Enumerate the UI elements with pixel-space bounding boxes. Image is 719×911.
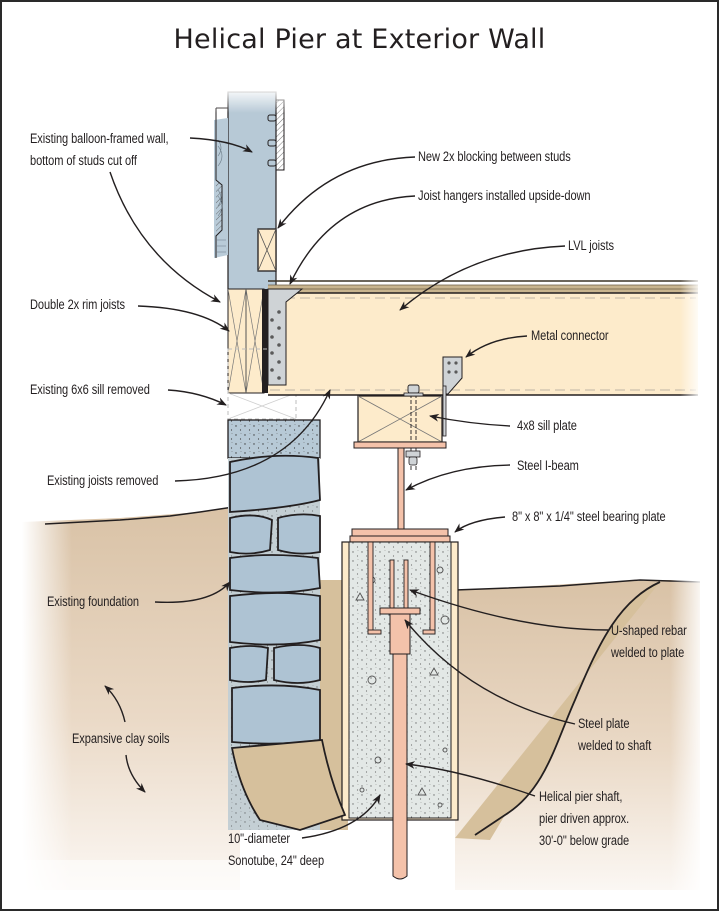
stone-foundation	[227, 419, 347, 831]
leader-blocking	[277, 156, 416, 229]
balloon-framed-wall	[200, 88, 300, 291]
label-rebar-line2: welded to plate	[611, 645, 685, 660]
leader-bearing-plate	[454, 516, 506, 533]
leader-sonotube	[301, 794, 381, 839]
lvl-joist	[268, 278, 702, 398]
label-i-beam: Steel I-beam	[517, 458, 579, 473]
sill-plate-4x8	[357, 384, 443, 470]
leader-rebar	[409, 589, 609, 631]
label-pier-shaft-line2: pier driven approx.	[539, 811, 630, 826]
label-pier-shaft-line1: Helical pier shaft,	[539, 789, 623, 804]
soil-left	[22, 505, 262, 900]
leader-metal-connector	[465, 335, 528, 358]
label-bearing-plate: 8" x 8" x 1/4" steel bearing plate	[512, 509, 666, 524]
leader-sill-plate	[429, 413, 511, 427]
leader-balloon-wall	[189, 137, 253, 153]
removed-sill-outline	[227, 348, 297, 420]
label-sonotube-line2: Sonotube, 24" deep	[228, 853, 325, 868]
label-metal-connector: Metal connector	[531, 328, 609, 343]
label-steel-plate-line1: Steel plate	[578, 716, 630, 731]
label-balloon-wall-line2: bottom of studs cut off	[30, 153, 137, 168]
label-foundation: Existing foundation	[47, 594, 139, 609]
steel-i-beam	[351, 441, 449, 537]
label-balloon-wall-line1: Existing balloon-framed wall,	[30, 131, 169, 146]
label-sill-plate: 4x8 sill plate	[517, 418, 577, 433]
leader-foundation	[154, 581, 231, 604]
label-steel-plate-line2: welded to shaft	[578, 738, 652, 753]
steel-bearing-plate	[349, 535, 451, 543]
soil-right	[454, 570, 705, 900]
label-sill-removed: Existing 6x6 sill removed	[30, 382, 150, 397]
rim-joists	[227, 288, 268, 394]
arrow-clay-up	[104, 685, 126, 723]
leader-joist-hangers	[289, 195, 416, 285]
leader-i-beam	[405, 464, 511, 491]
metal-connector	[442, 356, 463, 437]
label-pier-shaft-line3: 30'-0" below grade	[539, 833, 630, 848]
label-rim-joists: Double 2x rim joists	[30, 297, 125, 312]
joist-hanger	[267, 288, 304, 386]
leader-rim-joists	[137, 305, 230, 332]
arrow-clay-down	[125, 754, 146, 793]
leader-joists-removed	[174, 389, 331, 482]
leader-sill-removed	[167, 389, 227, 406]
u-shaped-rebar	[367, 541, 436, 635]
leader-steel-plate	[404, 619, 576, 725]
label-sonotube-line1: 10"-diameter	[228, 831, 291, 846]
leader-lvl-joists	[399, 245, 566, 311]
label-joist-hangers: Joist hangers installed upside-down	[418, 188, 591, 203]
label-rebar-line1: U-shaped rebar	[611, 623, 687, 638]
diagram-title: Helical Pier at Exterior Wall	[173, 24, 546, 55]
label-lvl-joists: LVL joists	[568, 238, 614, 253]
leader-pier-shaft	[405, 761, 536, 797]
label-joists-removed: Existing joists removed	[47, 473, 159, 488]
leader-balloon-wall-bottom	[109, 171, 221, 303]
leader-lines	[104, 137, 609, 839]
label-clay-soils: Expansive clay soils	[72, 731, 170, 746]
label-blocking: New 2x blocking between studs	[418, 149, 571, 164]
